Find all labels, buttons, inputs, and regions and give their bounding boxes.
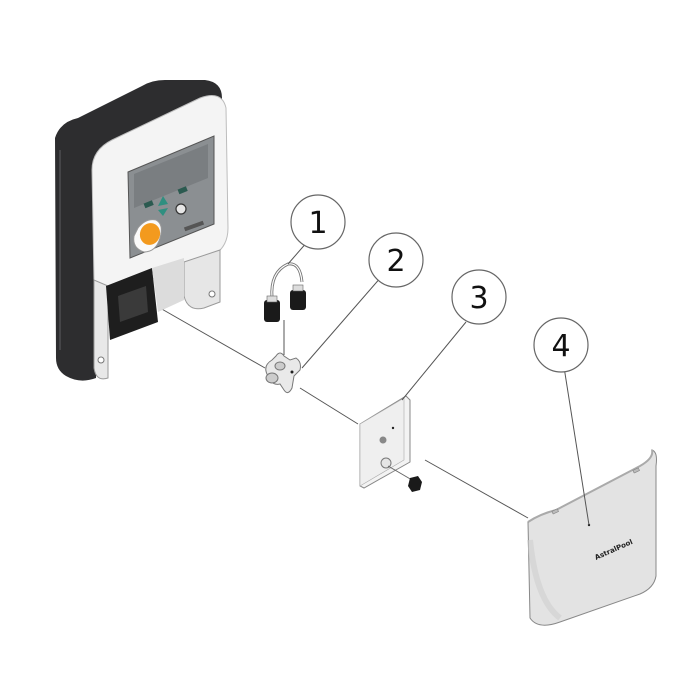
leader-3	[401, 321, 467, 401]
part-2-pump-rotor	[265, 352, 301, 394]
callout-1: 1	[290, 194, 346, 250]
callout-2: 2	[368, 232, 424, 288]
part-1-cable-connectors	[264, 262, 306, 355]
control-unit	[55, 80, 229, 381]
leader-2	[301, 275, 383, 369]
callout-4-label: 4	[551, 329, 570, 364]
assembly-axis-line-1	[159, 307, 266, 369]
callout-4: 4	[533, 317, 589, 373]
callout-1-label: 1	[308, 206, 327, 241]
callout-2-label: 2	[386, 244, 405, 279]
callout-3: 3	[451, 269, 507, 325]
part-4-front-cover: AstralPool	[527, 449, 657, 626]
assembly-axis-line-3	[424, 459, 529, 519]
leader-4	[563, 366, 590, 526]
callout-3-label: 3	[469, 281, 488, 316]
part-3-mounting-plate	[359, 395, 422, 492]
assembly-axis-line-2	[299, 387, 359, 425]
